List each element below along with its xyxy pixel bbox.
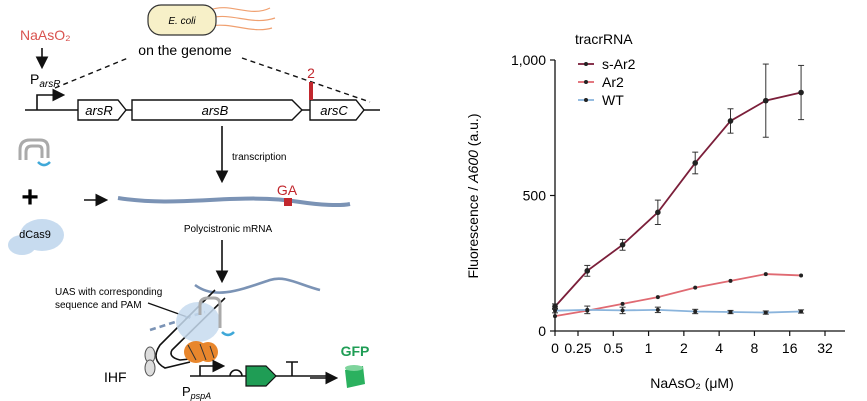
plus-icon: +: [21, 181, 39, 214]
mrna-strand: [117, 196, 351, 208]
svg-text:arsB: arsB: [202, 103, 229, 118]
zoom-line-right: [241, 57, 371, 103]
data-point-ar2: [728, 278, 733, 283]
promoter-label: ParsR: [30, 71, 60, 90]
svg-text:arsC: arsC: [320, 103, 348, 118]
dcas9-label: dCas9: [19, 229, 51, 241]
data-point-ar2: [799, 273, 804, 278]
series-line-wt: [554, 308, 802, 314]
data-point-s-ar2: [798, 89, 804, 96]
y-axis-label: Fluorescence / A600 (a.u.): [465, 114, 481, 279]
gene-arsB: arsB: [131, 99, 303, 121]
data-point-s-ar2: [692, 160, 699, 166]
guide-rna-icon: [18, 138, 51, 167]
rbs-icon: [229, 369, 243, 377]
ecoli-label: E. coli: [168, 16, 196, 27]
pspa-label: PpspA: [182, 384, 211, 401]
legend-label: Ar2: [602, 74, 624, 90]
gene-arsR: arsR: [77, 99, 127, 121]
fluorescence-chart: 0 500 1,000 0 0.25 0.5 1 2 4 8 16 32 Fluorescence …: [465, 31, 845, 391]
legend-marker: [584, 80, 588, 84]
x-tick-label: 1: [645, 340, 653, 356]
data-point-s-ar2: [762, 97, 769, 104]
data-point-ar2: [693, 285, 698, 290]
promoter-arrow: [36, 88, 66, 110]
x-tick-label: 4: [715, 340, 723, 356]
mrna-label: Polycistronic mRNA: [184, 224, 273, 235]
x-tick-label: 0.25: [564, 340, 591, 356]
gene-arsC: arsC: [309, 99, 365, 121]
uas-label-line1: UAS with corresponding: [55, 287, 162, 298]
genome-label: on the genome: [138, 42, 232, 58]
inducer-label: NaAsO₂: [20, 27, 71, 43]
data-point-wt: [728, 310, 733, 315]
data-point-wt: [655, 307, 660, 312]
data-point-wt: [763, 310, 768, 315]
ecoli-cell-icon: E. coli: [147, 4, 276, 36]
legend-label: s-Ar2: [602, 56, 636, 72]
y-tick-label: 500: [523, 188, 547, 204]
legend-marker: [584, 62, 588, 66]
series-line-s-ar2: [554, 91, 802, 308]
zoom-line-left: [54, 57, 129, 89]
ga-label: GA: [277, 182, 298, 198]
ihf-label: IHF: [104, 369, 127, 385]
data-point-ar2: [620, 301, 625, 306]
uas-label-line2: sequence and PAM: [55, 300, 142, 311]
gfp-gene-icon: [245, 365, 277, 387]
legend-title: tracrRNA: [575, 31, 633, 47]
data-point-wt: [693, 309, 698, 314]
terminator-icon: [286, 361, 298, 376]
data-point-ar2: [553, 314, 557, 319]
pspa-promoter-arrow: [199, 359, 226, 376]
y-tick-label: 1,000: [511, 52, 546, 68]
data-point-s-ar2: [727, 118, 734, 124]
activation-complex: [144, 277, 321, 377]
x-tick-label: 16: [782, 340, 798, 356]
svg-text:arsR: arsR: [85, 103, 112, 118]
data-point-wt: [620, 308, 625, 313]
series-layer: [552, 63, 805, 319]
data-point-ar2: [763, 272, 768, 277]
data-point-ar2: [655, 295, 660, 300]
x-axis-label: NaAsO₂ (μM): [650, 375, 734, 391]
x-tick-label: 0.5: [604, 340, 624, 356]
legend-marker: [584, 98, 588, 102]
site-number: 2: [307, 65, 315, 81]
mechanism-diagram: NaAsO₂ E. coli on the genome ParsR arsR …: [8, 4, 380, 401]
x-tick-label: 2: [680, 340, 688, 356]
y-ticks: 0 500 1,000: [511, 52, 555, 339]
data-point-wt: [799, 309, 804, 314]
transcription-label: transcription: [232, 152, 286, 163]
target-site-mark: [309, 82, 313, 100]
gfp-label: GFP: [341, 343, 370, 359]
x-tick-label: 0: [551, 340, 559, 356]
y-tick-label: 0: [538, 323, 546, 339]
data-point-s-ar2: [584, 268, 591, 274]
dcas9-icon: dCas9: [8, 219, 64, 255]
ga-site-mark: [284, 198, 292, 206]
data-point-s-ar2: [619, 242, 626, 248]
x-tick-label: 8: [751, 340, 759, 356]
legend-label: WT: [602, 92, 624, 108]
x-tick-label: 32: [817, 340, 833, 356]
data-point-s-ar2: [655, 209, 661, 216]
data-point-wt: [585, 307, 590, 312]
gfp-barrel-icon: [345, 365, 365, 388]
x-ticks: 0 0.25 0.5 1 2 4 8 16 32: [551, 331, 833, 356]
data-point-wt: [553, 308, 557, 313]
